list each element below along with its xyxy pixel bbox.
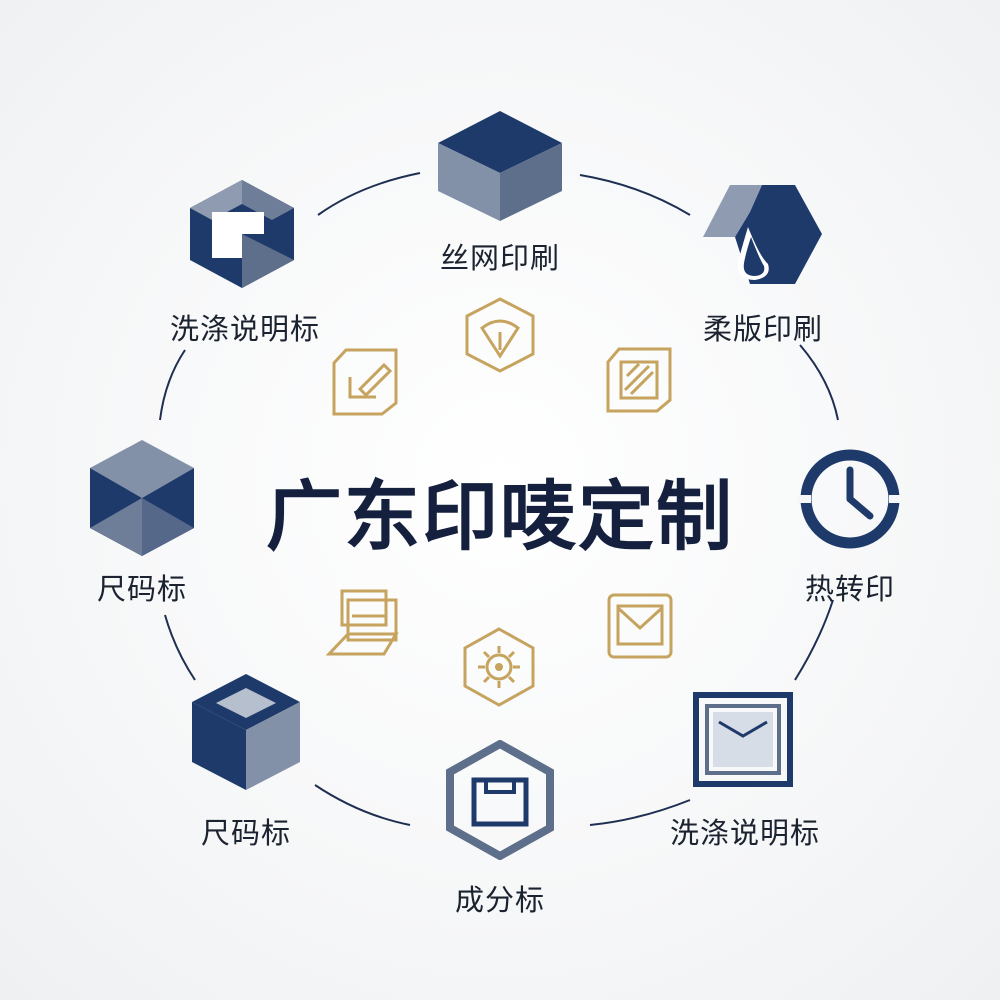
node-label-size-label-bottom: 尺码标 — [200, 816, 292, 850]
hexagon-fold-icon — [190, 180, 294, 288]
shield-arrow-icon — [465, 297, 535, 373]
stamp-icon — [606, 347, 672, 413]
framed-box-icon — [693, 692, 793, 787]
open-cube-icon — [192, 674, 300, 790]
clock-icon — [797, 449, 903, 549]
node-label-care-label-top: 洗涤说明标 — [169, 312, 321, 346]
hexagon-drop-icon — [703, 185, 822, 284]
node-label-heat-transfer: 热转印 — [804, 572, 896, 606]
node-label-size-label-left: 尺码标 — [96, 572, 188, 606]
node-label-flexo-print: 柔版印刷 — [702, 312, 824, 346]
cube-icon — [90, 440, 194, 556]
cube-icon — [438, 111, 562, 221]
node-label-composition-label: 成分标 — [454, 883, 546, 917]
gear-icon — [463, 627, 535, 707]
layers-icon — [326, 589, 399, 656]
envelope-icon — [607, 593, 673, 659]
edit-tag-icon — [332, 348, 398, 416]
center-title: 广东印唛定制 — [266, 472, 734, 561]
node-label-care-label: 洗涤说明标 — [669, 816, 821, 850]
node-label-screen-print: 丝网印刷 — [439, 241, 561, 275]
hexagon-box-icon — [446, 740, 554, 860]
